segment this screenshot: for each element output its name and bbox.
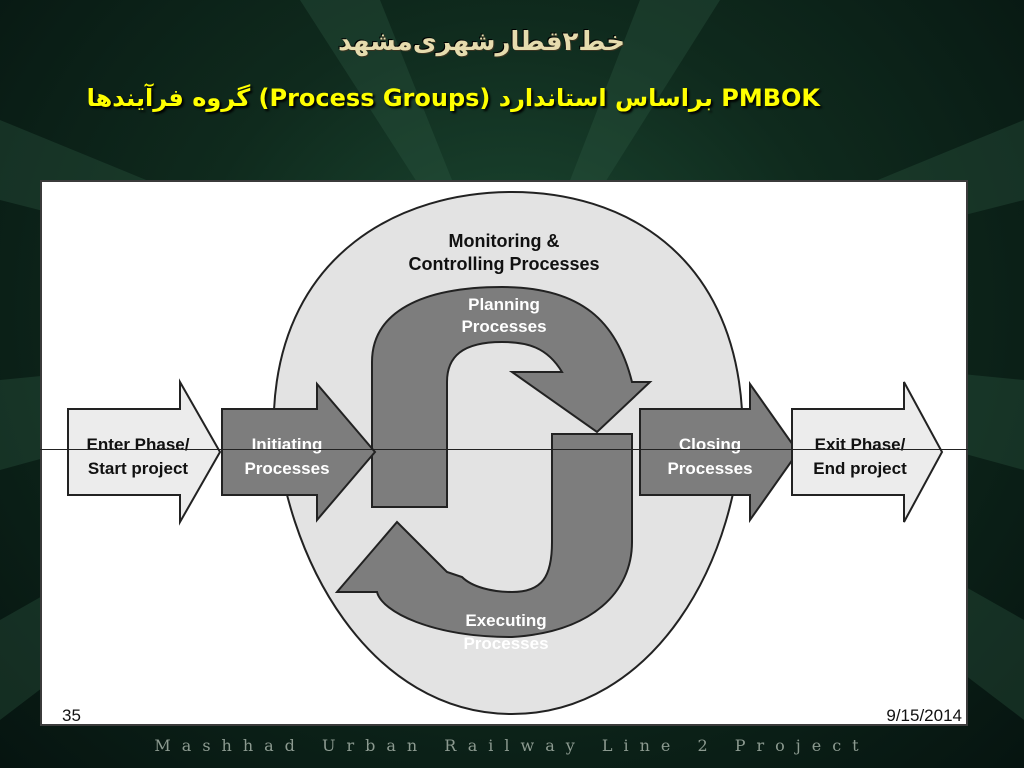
exit-phase-arrow bbox=[791, 381, 944, 523]
executing-label-2: Processes bbox=[463, 634, 548, 653]
closing-label-1: Closing bbox=[679, 435, 741, 454]
planning-label-2: Processes bbox=[461, 317, 546, 336]
executing-label-1: Executing bbox=[465, 611, 546, 630]
diagram-frame: Monitoring & Controlling Processes Plann… bbox=[40, 180, 968, 726]
closing-arrow bbox=[639, 380, 800, 524]
closing-label-2: Processes bbox=[667, 459, 752, 478]
initiating-arrow bbox=[221, 381, 377, 523]
footer-project-name: Mashhad Urban Railway Line 2 Project bbox=[154, 736, 870, 755]
planning-arrow bbox=[371, 285, 653, 508]
initiating-label-1: Initiating bbox=[252, 435, 323, 454]
slide-date: 9/15/2014 bbox=[886, 706, 962, 725]
horizontal-rule bbox=[40, 449, 968, 450]
monitoring-label-2: Controlling Processes bbox=[408, 254, 599, 274]
slide-number: 35 bbox=[62, 706, 81, 725]
executing-arrow bbox=[334, 433, 633, 639]
enter-phase-label-1: Enter Phase/ bbox=[87, 435, 190, 454]
slide-title: PMBOK براساس استاندارد (Process Groups) … bbox=[86, 84, 820, 112]
project-logo-banner: خط۲قطارشهری‌مشهد bbox=[337, 27, 625, 57]
enter-phase-label-2: Start project bbox=[88, 459, 188, 478]
exit-phase-label-2: End project bbox=[813, 459, 907, 478]
planning-label-1: Planning bbox=[468, 295, 540, 314]
monitoring-label-1: Monitoring & bbox=[449, 231, 560, 251]
exit-phase-label-1: Exit Phase/ bbox=[815, 435, 906, 454]
initiating-label-2: Processes bbox=[244, 459, 329, 478]
enter-phase-arrow bbox=[67, 378, 222, 526]
process-groups-diagram: Monitoring & Controlling Processes Plann… bbox=[67, 190, 944, 716]
